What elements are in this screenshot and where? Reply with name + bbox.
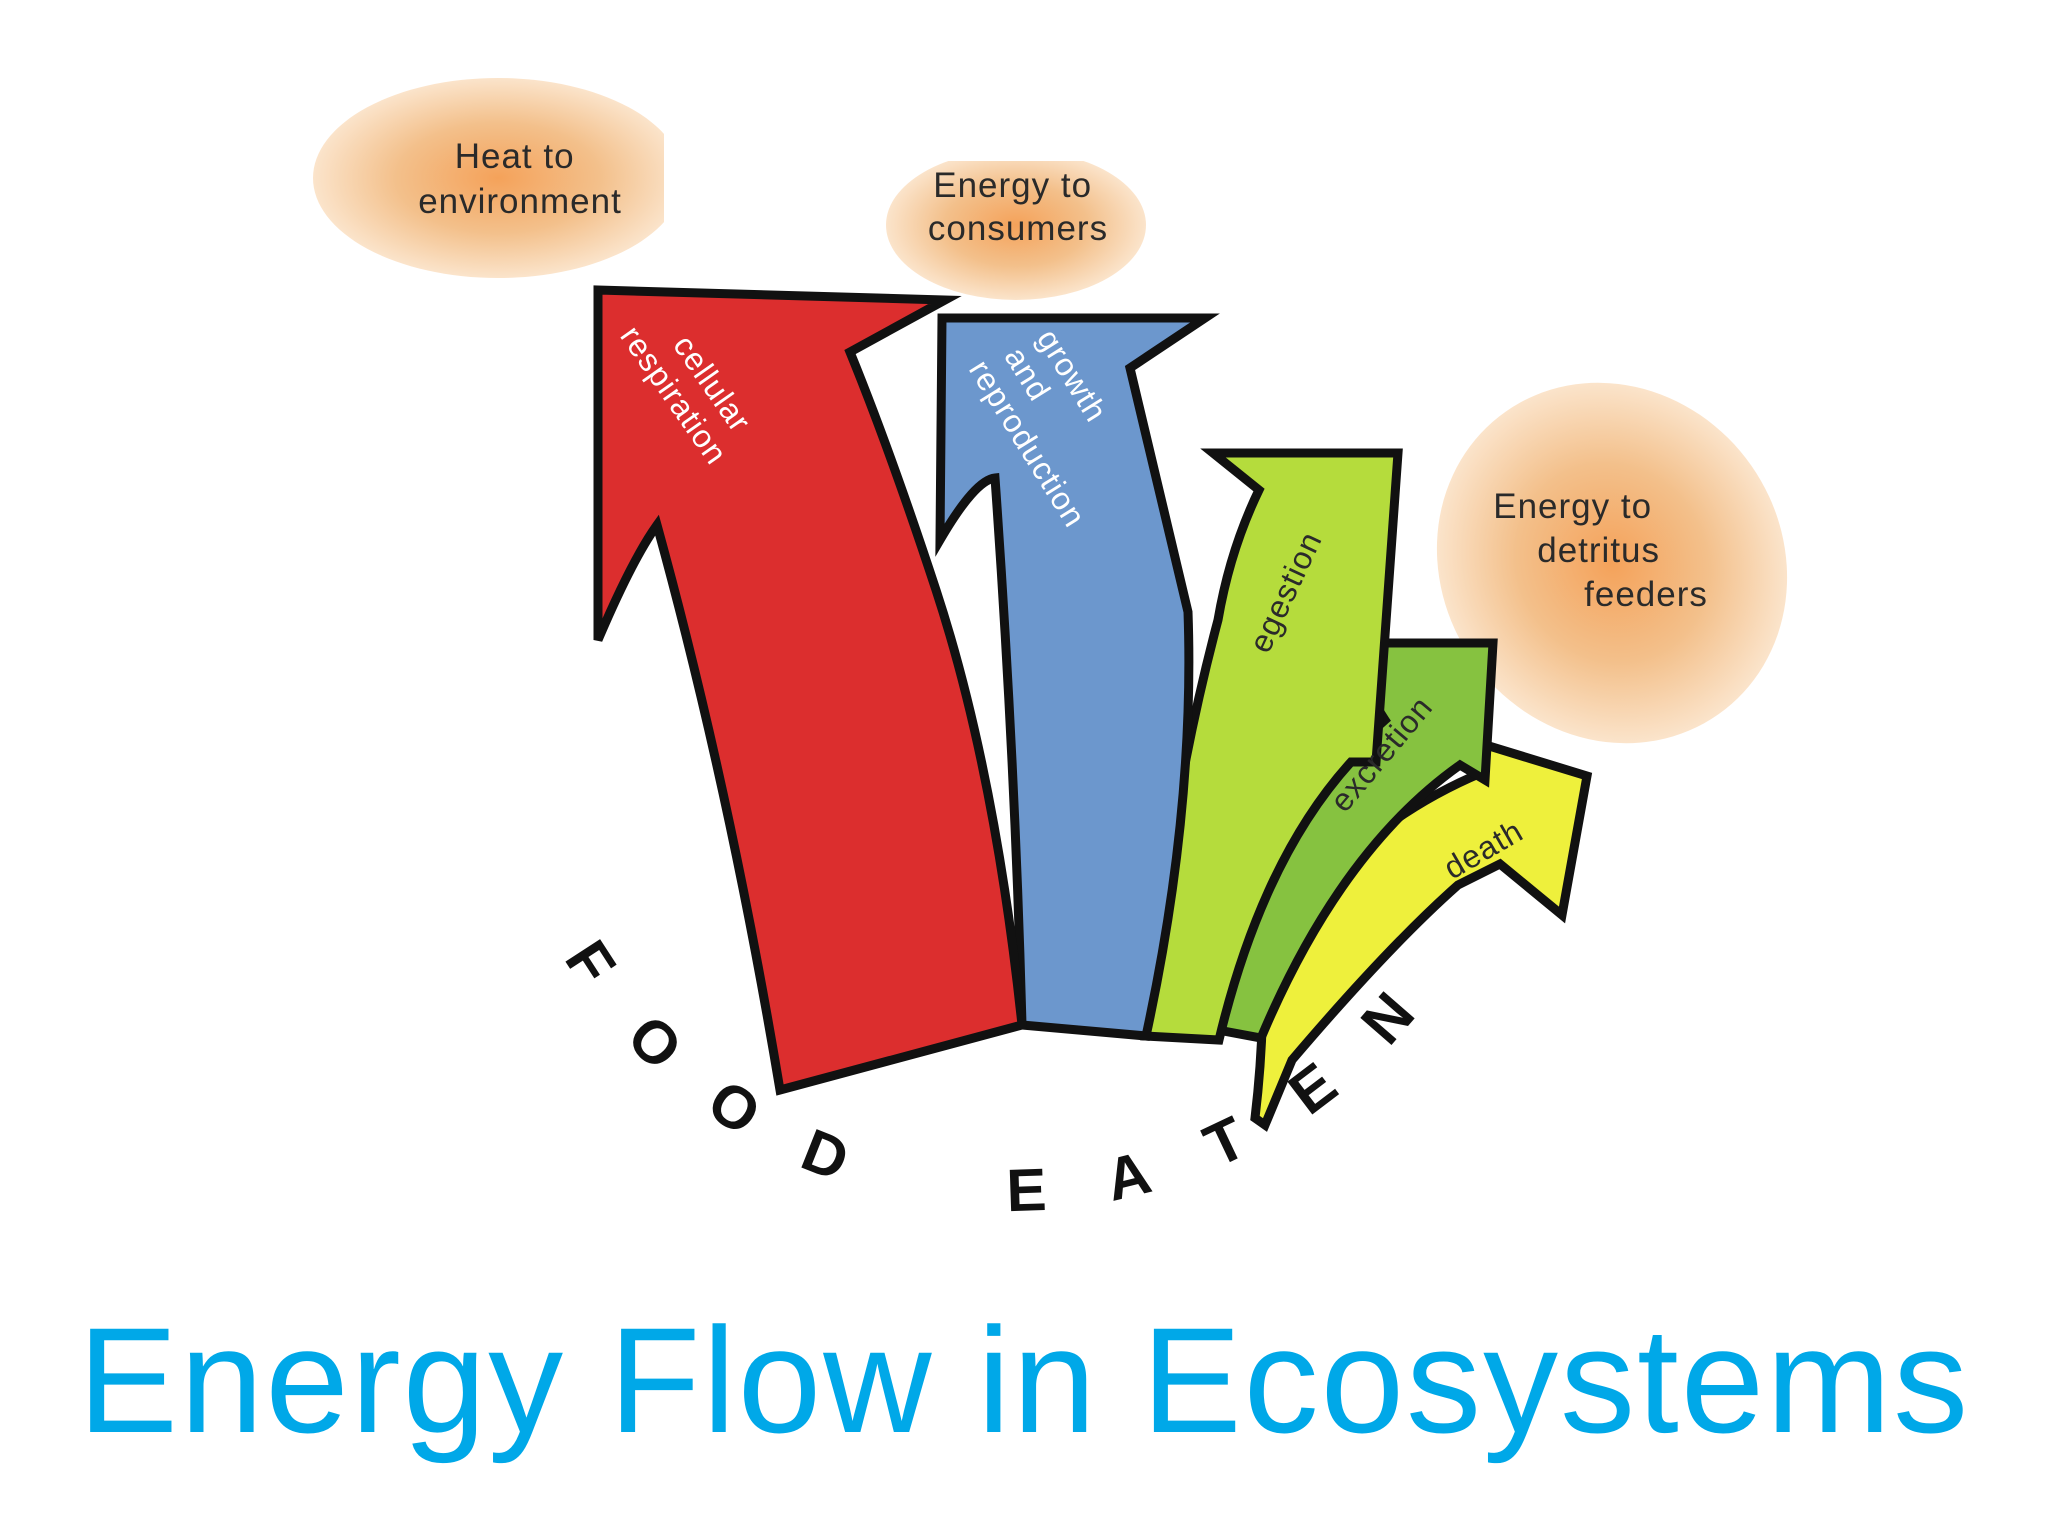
energy-flow-diagram: Heat to environment Energy to consumers … [313,60,1788,1225]
detritus-label-line-3: feeders [1584,575,1708,614]
detritus-label-line-1: Energy to [1493,487,1652,526]
food-eaten-letter: E [1005,1156,1047,1224]
arrow-growth [935,313,1220,1041]
svg-text:Energy to consumers: Energy to consumers [928,166,1108,248]
consumers-label-line-2: consumers [928,209,1108,248]
consumers-cloud: Energy to consumers [860,150,1180,300]
svg-text:Energy to detritus: Energy to detritus feeders [1493,487,1708,614]
detritus-label-line-2: detritus [1537,531,1660,570]
food-eaten-letter: N [1348,980,1427,1057]
food-eaten-letter: A [1099,1138,1157,1213]
food-eaten-letter: F [552,929,628,996]
food-eaten-letter: D [793,1116,858,1194]
svg-text:Heat to environment: Heat to environment [418,137,622,221]
heat-cloud: Heat to environment [313,60,724,300]
food-eaten-letter: O [696,1067,772,1149]
detritus-cloud: Energy to detritus feeders [1436,382,1788,744]
consumers-label-line-1: Energy to [933,166,1092,205]
heat-label-line-2: environment [418,182,622,221]
heat-label-line-1: Heat to [455,137,575,176]
arrow-cellular [593,285,1027,1096]
page-title: Energy Flow in Ecosystems [77,1296,1971,1464]
food-eaten-letter: T [1194,1104,1256,1180]
food-eaten-letter: O [615,1002,695,1082]
